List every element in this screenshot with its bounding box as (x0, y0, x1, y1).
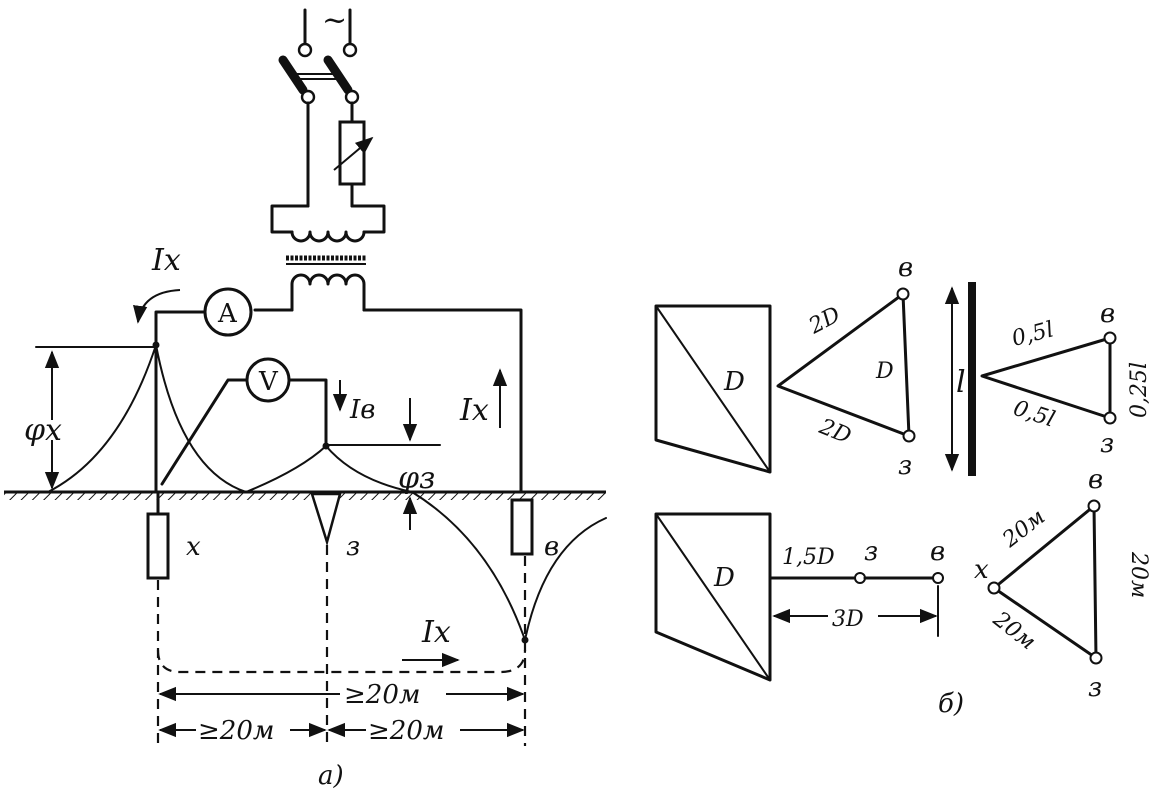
electrode-z-label: з (346, 532, 360, 562)
current-iv: Iв (349, 395, 375, 425)
electrode-z (310, 492, 342, 547)
dim-zv-label: ≥20м (368, 716, 444, 746)
part-a-circuit: ~ A (4, 3, 607, 791)
lead-to-electrode-v (362, 308, 523, 494)
electrode-x (146, 512, 170, 580)
triangle-2d-bottom-label: з (898, 451, 912, 481)
voltmeter-lead-left (160, 378, 249, 486)
ground-grid-2-diagonal (655, 513, 771, 681)
triangle-2d-lower-label: 2D (815, 414, 855, 450)
voltmeter-lead-right (287, 378, 328, 448)
transformer (270, 204, 386, 312)
triangle-2d-vertex-z (902, 429, 916, 443)
dim-xz-label-bg (196, 716, 290, 744)
part-b-layouts: D 2D 2D D в з l 0,5l 0,5l 0,25l в з D 1,… (654, 253, 1152, 719)
triangle-half-l (980, 336, 1112, 420)
triangle-20m-vertex-z (1089, 651, 1103, 665)
triangle-half-l-lower-label: 0,5l (1010, 396, 1058, 433)
triangle-2d-side-label: D (875, 359, 894, 384)
earth-current-path (156, 649, 527, 674)
lead-to-electrode-x (154, 310, 207, 494)
triangle-half-l-upper-label: 0,5l (1009, 317, 1056, 351)
dim-zv-label-bg (366, 716, 460, 744)
triangle-half-l-bottom-label: з (1100, 429, 1114, 459)
triangle-20m-x-label: x (974, 555, 989, 585)
long-electrode-label: l (956, 365, 966, 400)
potential-curves (47, 344, 607, 641)
caption-a: а) (318, 761, 344, 791)
electrode-v (510, 498, 534, 556)
voltmeter-label: V (258, 367, 279, 397)
rheostat-arrow (333, 136, 374, 171)
electrode-v-label: в (544, 532, 559, 562)
linear-3d-label: 3D (832, 607, 864, 632)
caption-b: б) (938, 689, 964, 719)
current-ix-bottom: Ix (421, 615, 451, 650)
supply-terminal-right (342, 42, 358, 58)
current-ix-right: Ix (459, 393, 489, 428)
ammeter-label: A (217, 299, 238, 329)
triangle-20m-top-label: в (1088, 465, 1103, 495)
triangle-20m-upper-label: 20м (998, 505, 1051, 554)
ground-hatching (4, 492, 606, 500)
dim-xz-label: ≥20м (198, 716, 274, 746)
linear-z-label: з (864, 537, 878, 567)
triangle-2d-vertex-v (896, 287, 910, 301)
supply-terminal-left (297, 42, 313, 58)
ac-source-symbol: ~ (322, 3, 347, 38)
triangle-20m-right-label: 20м (1126, 551, 1151, 598)
long-electrode (968, 282, 976, 476)
ground-grid-2-label: D (713, 563, 735, 593)
triangle-2d-top-label: в (898, 253, 913, 283)
linear-v-label: в (930, 537, 945, 567)
linear-point-v (932, 572, 944, 584)
current-ix-top-arrow (133, 289, 181, 324)
triangle-20m-vertex-x (987, 581, 1001, 595)
linear-3d-label-bg (828, 604, 878, 630)
triangle-half-l-side-label: 0,25l (1127, 362, 1152, 418)
triangle-2d-upper-label: 2D (804, 302, 845, 340)
dim-xv-label-bg (340, 680, 446, 708)
triangle-half-l-vertex-v (1103, 331, 1117, 345)
dim-xv-label: ≥20м (344, 680, 420, 710)
switch-terminal-left (300, 89, 316, 105)
variable-resistor (338, 120, 366, 186)
triangle-half-l-vertex-z (1103, 411, 1117, 425)
ground-grid-1-diagonal (655, 305, 771, 473)
current-ix-top: Ix (151, 243, 181, 278)
electrode-x-label: x (186, 532, 201, 562)
triangle-half-l-top-label: в (1100, 299, 1115, 329)
triangle-2d (776, 292, 911, 438)
phi-z-label: φз (398, 461, 435, 496)
linear-1-5d-label: 1,5D (782, 545, 835, 570)
dip-v-point (521, 636, 529, 644)
knife-switch (278, 55, 353, 95)
switch-terminal-right (344, 89, 360, 105)
triangle-20m-vertex-v (1087, 499, 1101, 513)
phi-x-label: φx (24, 413, 62, 448)
ground-grid-1-label: D (723, 367, 745, 397)
triangle-20m (992, 504, 1098, 660)
triangle-20m-bottom-label: з (1088, 673, 1102, 703)
